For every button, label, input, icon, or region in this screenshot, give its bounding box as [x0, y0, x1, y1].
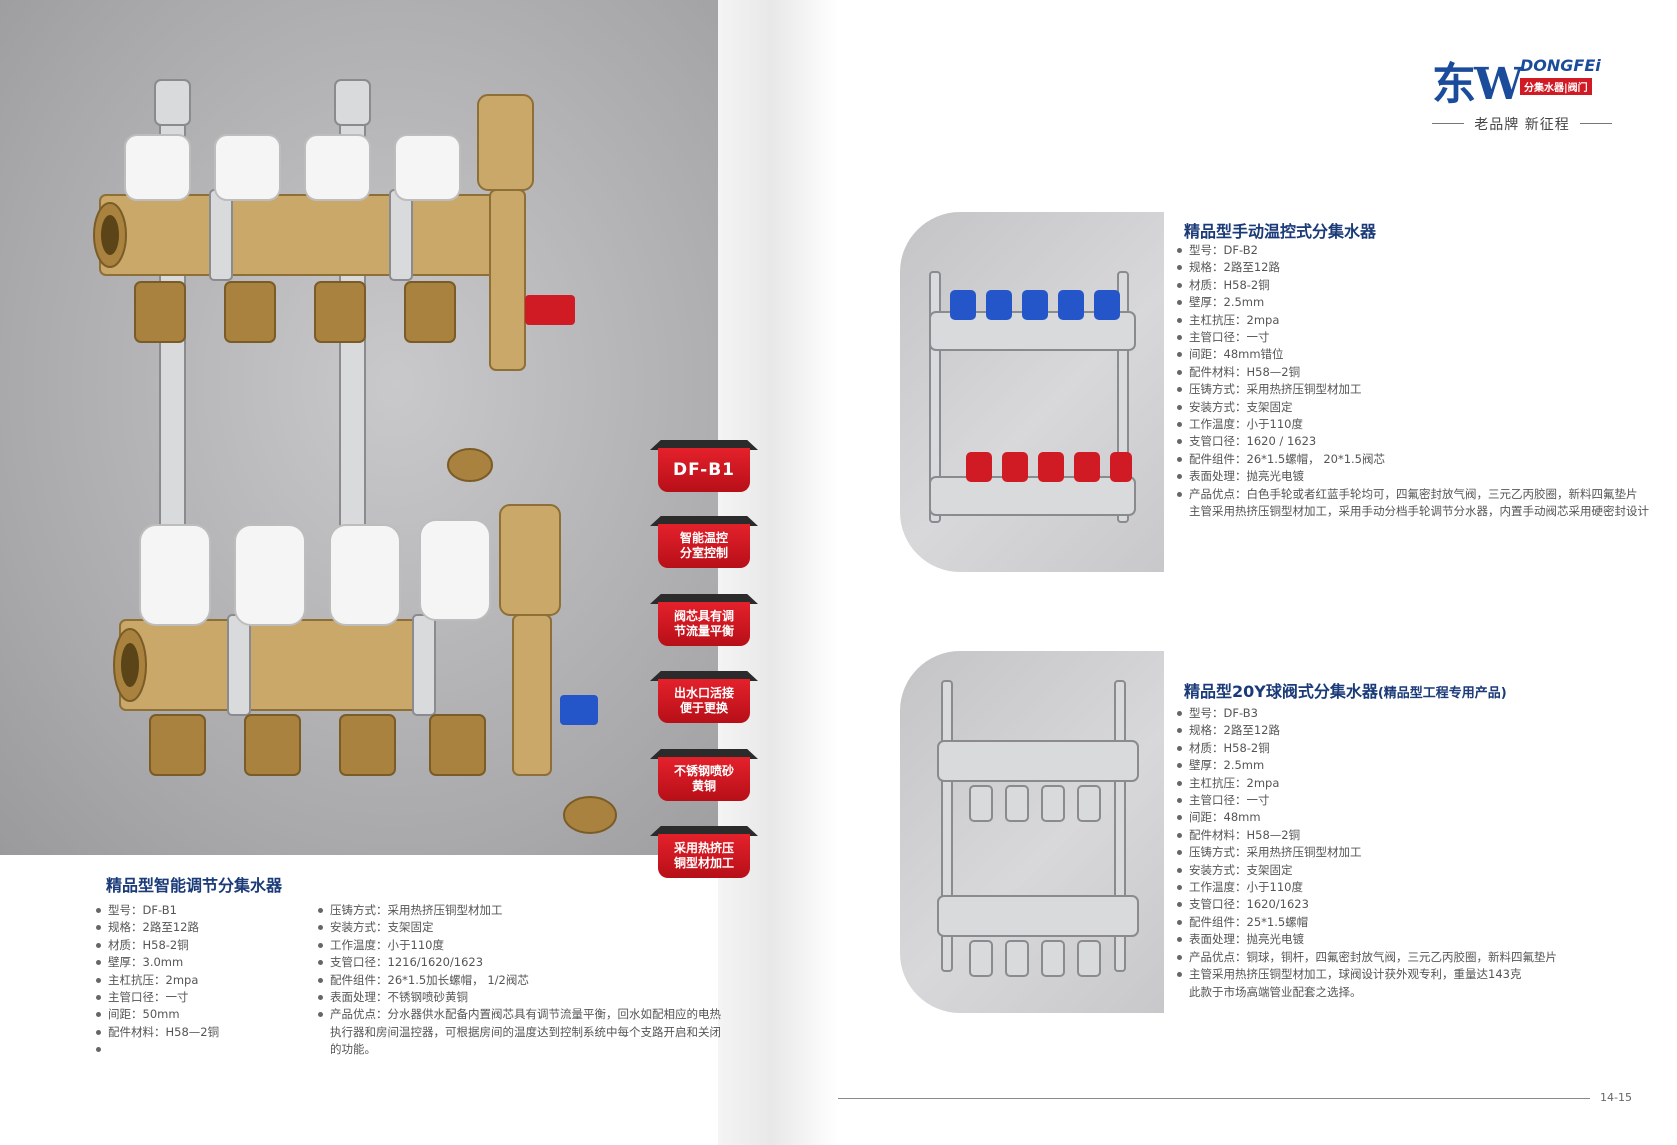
- spec-item: 型号：DF-B1: [96, 902, 219, 919]
- spec-item: 型号：DF-B3: [1177, 705, 1557, 722]
- left-page: DF-B1 智能温控 分室控制 阀芯具有调 节流量平衡 出水口活接 便于更换 不…: [0, 0, 838, 1145]
- spec-item: 间距：48mm错位: [1177, 346, 1649, 363]
- spec-item: 壁厚：2.5mm: [1177, 757, 1557, 774]
- spec-item: 产品优点：分水器供水配备内置阀芯具有调节流量平衡，回水如配相应的电热执行器和房间…: [318, 1006, 723, 1058]
- spec-item: 压铸方式：采用热挤压铜型材加工: [1177, 381, 1649, 398]
- spec-item: 型号：DF-B2: [1177, 242, 1649, 259]
- feature-tag-label: 出水口活接 便于更换: [658, 679, 750, 723]
- spec-item: 表面处理：抛亮光电镀: [1177, 931, 1557, 948]
- spec-item: 工作温度：小于110度: [1177, 416, 1649, 433]
- logo-tagline: 分集水器|阀门: [1520, 78, 1592, 95]
- feature-tag: 阀芯具有调 节流量平衡: [650, 594, 758, 646]
- spec-list-b2: 型号：DF-B2 规格：2路至12路 材质：H58-2铜 壁厚：2.5mm 主杠…: [1177, 242, 1649, 521]
- spec-item: 主杠抗压：2mpa: [1177, 312, 1649, 329]
- spec-item-continued: 此款于市场高端管业配套之选择。: [1189, 984, 1362, 999]
- spec-item: 配件组件：25*1.5螺帽: [1177, 914, 1557, 931]
- logo-chinese: 东W: [1432, 59, 1523, 110]
- slogan-text: 老品牌 新征程: [1474, 117, 1570, 133]
- spec-item: 配件组件：26*1.5螺帽， 20*1.5阀芯: [1177, 451, 1649, 468]
- chrome-ballvalve-manifold-illustration: [937, 680, 1139, 977]
- feature-tag-label: 阀芯具有调 节流量平衡: [658, 602, 750, 646]
- spec-item: 主管口径：一寸: [96, 989, 219, 1006]
- spec-item: 安装方式：支架固定: [318, 919, 723, 936]
- feature-tag-label: 采用热挤压 铜型材加工: [658, 834, 750, 878]
- product-title-b3: 精品型20Y球阀式分集水器(精品型工程专用产品): [1184, 678, 1507, 702]
- spec-item: 产品优点：铜球，铜杆，四氟密封放气阀，三元乙丙胶圈，新料四氟垫片: [1177, 949, 1557, 966]
- product-photo-b3: [900, 651, 1164, 1013]
- logo-english: DONGFEi: [1520, 56, 1601, 75]
- spec-item: 壁厚：3.0mm: [96, 954, 219, 971]
- spec-item: 表面处理：抛亮光电镀: [1177, 468, 1649, 485]
- spec-item: 间距：48mm: [1177, 809, 1557, 826]
- feature-tag-label: 智能温控 分室控制: [658, 524, 750, 568]
- spec-item: 主管口径：一寸: [1177, 792, 1557, 809]
- spec-item: 间距：50mm: [96, 1006, 219, 1023]
- feature-tag: 不锈钢喷砂 黄铜: [650, 749, 758, 801]
- spec-item: 主管口径：一寸: [1177, 329, 1649, 346]
- feature-tag-label: 不锈钢喷砂 黄铜: [658, 757, 750, 801]
- spec-item: 主杠抗压：2mpa: [96, 972, 219, 989]
- spec-item: 支管口径：1620/1623: [1177, 896, 1557, 913]
- brass-manifold-illustration: [93, 79, 617, 834]
- spec-item: 支管口径：1620 / 1623: [1177, 433, 1649, 450]
- feature-tag-label: DF-B1: [658, 448, 750, 492]
- hero-product-photo: [0, 0, 718, 855]
- spec-item: 材质：H58-2铜: [1177, 277, 1649, 294]
- chrome-manifold-illustration: [929, 271, 1136, 523]
- spec-item: 表面处理：不锈钢喷砂黄铜: [318, 989, 723, 1006]
- feature-tag: 智能温控 分室控制: [650, 516, 758, 568]
- spec-item: 规格：2路至12路: [1177, 722, 1557, 739]
- spec-list-b1-col1: 型号：DF-B1 规格：2路至12路 材质：H58-2铜 壁厚：3.0mm 主杠…: [96, 902, 219, 1059]
- spec-item: 配件组件：26*1.5加长螺帽， 1/2阀芯: [318, 972, 723, 989]
- spec-list-b3: 型号：DF-B3 规格：2路至12路 材质：H58-2铜 壁厚：2.5mm 主杠…: [1177, 705, 1557, 1001]
- spec-item: 配件材料：H58—2铜: [1177, 364, 1649, 381]
- spec-item: 安装方式：支架固定: [1177, 862, 1557, 879]
- feature-tag: 采用热挤压 铜型材加工: [650, 826, 758, 878]
- spec-item: 规格：2路至12路: [96, 919, 219, 936]
- spec-item: 配件材料：H58—2铜: [1177, 827, 1557, 844]
- spec-item: [96, 1041, 219, 1058]
- spec-item: 规格：2路至12路: [1177, 259, 1649, 276]
- spec-item: 材质：H58-2铜: [1177, 740, 1557, 757]
- slogan: 老品牌 新征程: [1432, 114, 1612, 133]
- product-title-b1: 精品型智能调节分集水器: [106, 876, 283, 895]
- spec-item: 压铸方式：采用热挤压铜型材加工: [318, 902, 723, 919]
- spec-item: 主管采用热挤压铜型材加工，球阀设计获外观专利，重量达143克: [1177, 966, 1557, 983]
- spec-item: 配件材料：H58—2铜: [96, 1024, 219, 1041]
- spec-item: 工作温度：小于110度: [318, 937, 723, 954]
- spec-item: 支管口径：1216/1620/1623: [318, 954, 723, 971]
- right-page: 东W DONGFEi 分集水器|阀门 老品牌 新征程: [838, 0, 1677, 1145]
- book-spine-shadow: [718, 0, 838, 1145]
- spec-item: 产品优点：白色手轮或者红蓝手轮均可，四氟密封放气阀，三元乙丙胶圈，新料四氟垫片: [1177, 486, 1649, 503]
- spec-item: 壁厚：2.5mm: [1177, 294, 1649, 311]
- product-title-sub: (精品型工程专用产品): [1377, 686, 1507, 701]
- spec-item: 压铸方式：采用热挤压铜型材加工: [1177, 844, 1557, 861]
- page-number: 14-15: [1600, 1091, 1632, 1104]
- product-title-b2: 精品型手动温控式分集水器: [1184, 222, 1377, 241]
- spec-item: 工作温度：小于110度: [1177, 879, 1557, 896]
- feature-tag: 出水口活接 便于更换: [650, 671, 758, 723]
- product-title-main: 精品型20Y球阀式分集水器: [1184, 682, 1378, 701]
- spec-item-continued: 主管采用热挤压铜型材加工，采用手动分档手轮调节分水器，内置手动阀芯采用硬密封设计: [1189, 504, 1649, 519]
- feature-tag-model: DF-B1: [650, 440, 758, 492]
- product-photo-b2: [900, 212, 1164, 572]
- spec-list-b1-col2: 压铸方式：采用热挤压铜型材加工 安装方式：支架固定 工作温度：小于110度 支管…: [318, 902, 723, 1059]
- footer-rule: [838, 1098, 1590, 1099]
- brand-logo: 东W DONGFEi 分集水器|阀门: [1432, 48, 1612, 110]
- spec-item: 安装方式：支架固定: [1177, 399, 1649, 416]
- spec-item: 主杠抗压：2mpa: [1177, 775, 1557, 792]
- spec-item: 材质：H58-2铜: [96, 937, 219, 954]
